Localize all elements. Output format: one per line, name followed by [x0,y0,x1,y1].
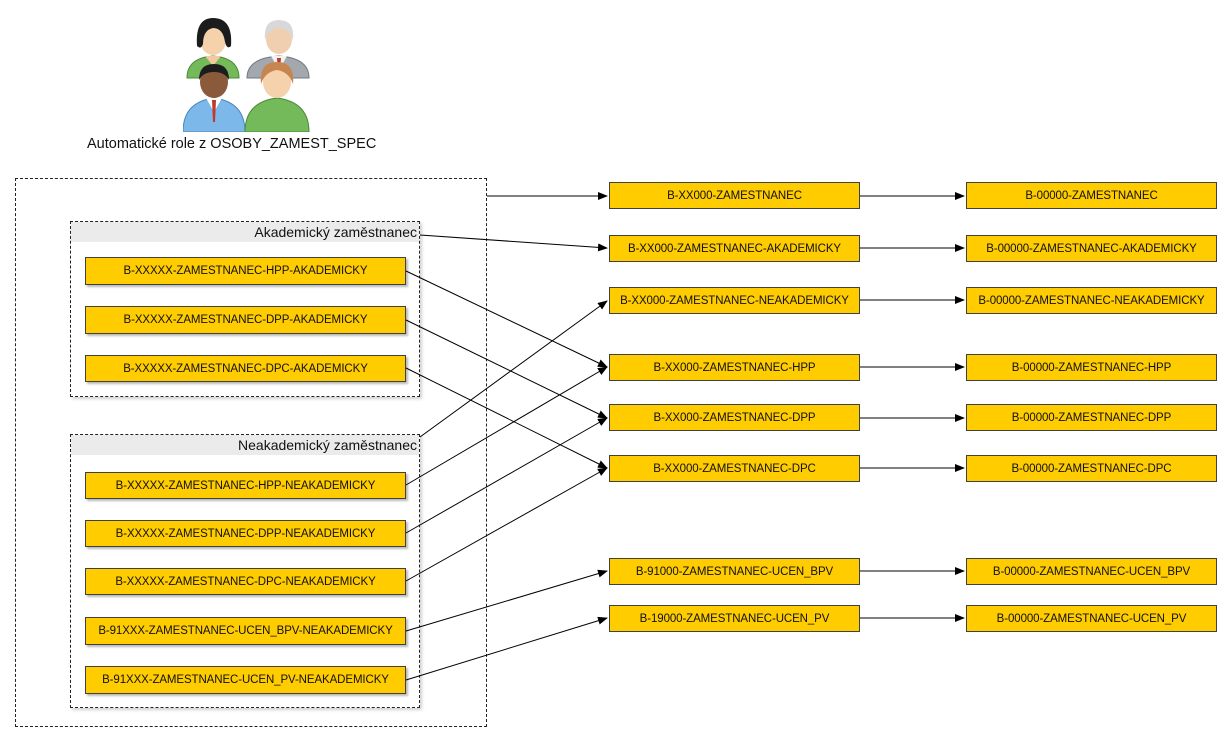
group-title-nonacademic: Neakademický zaměstnanec [238,437,417,453]
diagram-caption: Automatické role z OSOBY_ZAMEST_SPEC [87,136,377,152]
arrow-nonacademic-hpp [405,366,608,486]
role-middle-zamestnanec: B-XX000-ZAMESTNANEC [609,182,860,209]
people-group-icon [183,18,310,132]
role-right-dpc: B-00000-ZAMESTNANEC-DPC [966,455,1217,482]
arrow-nonacademic-to-neakademicky [419,300,608,438]
role-right-zamestnanec: B-00000-ZAMESTNANEC [966,182,1217,209]
role-middle-hpp: B-XX000-ZAMESTNANEC-HPP [609,354,860,381]
role-nonacademic-ucen-pv: B-91XXX-ZAMESTNANEC-UCEN_PV-NEAKADEMICKY [85,666,406,694]
role-right-hpp: B-00000-ZAMESTNANEC-HPP [966,354,1217,381]
role-nonacademic-dpc: B-XXXXX-ZAMESTNANEC-DPC-NEAKADEMICKY [85,568,406,595]
role-nonacademic-hpp: B-XXXXX-ZAMESTNANEC-HPP-NEAKADEMICKY [85,472,406,499]
role-right-neakademicky: B-00000-ZAMESTNANEC-NEAKADEMICKY [966,287,1217,314]
role-middle-akademicky: B-XX000-ZAMESTNANEC-AKADEMICKY [609,235,860,262]
role-right-akademicky: B-00000-ZAMESTNANEC-AKADEMICKY [966,235,1217,262]
role-academic-dpc: B-XXXXX-ZAMESTNANEC-DPC-AKADEMICKY [85,355,406,382]
arrow-academic-hpp [405,270,608,368]
role-nonacademic-ucen-bpv: B-91XXX-ZAMESTNANEC-UCEN_BPV-NEAKADEMICK… [85,617,406,645]
role-middle-dpc: B-XX000-ZAMESTNANEC-DPC [609,455,860,482]
role-middle-ucen-pv: B-19000-ZAMESTNANEC-UCEN_PV [609,605,860,632]
arrow-nonacademic-ucen-bpv [405,569,608,632]
group-title-academic: Akademický zaměstnanec [254,224,417,240]
role-right-ucen-pv: B-00000-ZAMESTNANEC-UCEN_PV [966,605,1217,632]
role-right-ucen-bpv: B-00000-ZAMESTNANEC-UCEN_BPV [966,558,1217,585]
automatic-roles-container [15,178,487,727]
arrow-nonacademic-dpc [405,467,608,582]
role-nonacademic-dpp: B-XXXXX-ZAMESTNANEC-DPP-NEAKADEMICKY [85,520,406,547]
group-header: Akademický zaměstnanec [71,222,419,242]
arrow-nonacademic-dpp [405,417,608,534]
role-middle-ucen-bpv: B-91000-ZAMESTNANEC-UCEN_BPV [609,558,860,585]
role-academic-dpp: B-XXXXX-ZAMESTNANEC-DPP-AKADEMICKY [85,306,406,334]
arrow-academic-dpc [405,367,608,469]
role-academic-hpp: B-XXXXX-ZAMESTNANEC-HPP-AKADEMICKY [85,257,406,285]
role-right-dpp: B-00000-ZAMESTNANEC-DPP [966,404,1217,431]
group-header: Neakademický zaměstnanec [71,435,419,455]
role-middle-neakademicky: B-XX000-ZAMESTNANEC-NEAKADEMICKY [609,287,860,314]
arrow-academic-dpp [405,319,608,419]
arrow-academic-to-akademicky [419,234,608,252]
role-middle-dpp: B-XX000-ZAMESTNANEC-DPP [609,404,860,431]
arrow-nonacademic-ucen-pv [405,616,608,681]
